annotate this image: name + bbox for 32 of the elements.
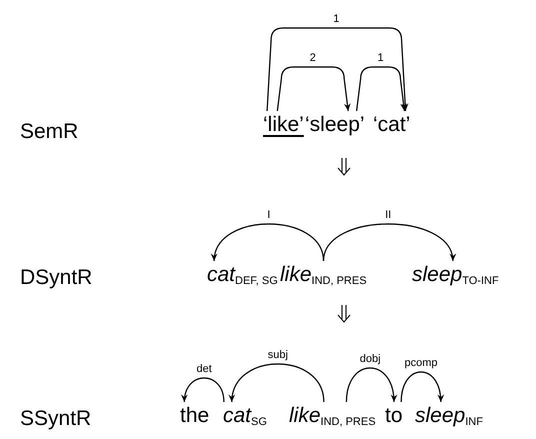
- word: like$_{IND, PRES}$: [280, 263, 367, 293]
- word: cat$_{SG}$: [223, 404, 267, 434]
- edge-label: II: [384, 209, 392, 221]
- edge-label: pcomp: [404, 357, 439, 369]
- word: the: [180, 404, 210, 428]
- word: to: [385, 404, 403, 428]
- edge-label: 2: [308, 52, 317, 64]
- level-label: DSyntR: [20, 266, 92, 290]
- edge-label: 1: [376, 52, 385, 64]
- word: sleep$_{INF}$: [415, 404, 483, 434]
- dependency-arrow: [266, 27, 408, 112]
- edge-label: dobj: [358, 353, 382, 365]
- level-label: SemR: [20, 120, 78, 144]
- dependency-arrow: [322, 223, 454, 262]
- dependency-arrow: [212, 223, 324, 262]
- dependency-arrow: [356, 66, 407, 112]
- edge-label: I: [266, 209, 272, 221]
- edge-label: subj: [266, 349, 289, 361]
- edge-label: det: [195, 363, 213, 375]
- dependency-arrow: [400, 371, 444, 402]
- dependency-arrow: [182, 378, 224, 402]
- dependency-arrow: [276, 66, 351, 112]
- word: ‘cat’: [373, 113, 410, 137]
- word: ‘like’: [263, 113, 304, 137]
- word: ‘sleep’: [305, 113, 365, 137]
- word: like$_{IND, PRES}$: [289, 404, 376, 434]
- word: sleep$_{TO-INF}$: [412, 263, 499, 293]
- edge-label: 1: [332, 13, 340, 25]
- dependency-arrow: [346, 367, 397, 402]
- word: cat$_{DEF, SG}$: [207, 263, 278, 293]
- level-label: SSyntR: [20, 407, 92, 431]
- dependency-arrow: [230, 363, 324, 402]
